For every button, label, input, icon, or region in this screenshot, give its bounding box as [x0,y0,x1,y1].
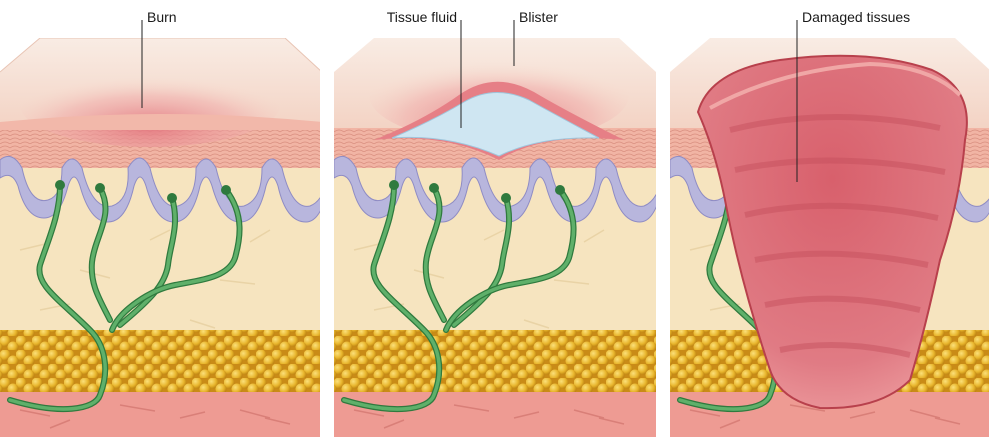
panel-blister [334,38,664,437]
label-tissue-fluid-text: Tissue fluid [387,9,457,25]
burn-redness [20,63,280,147]
label-blister-text: Blister [519,9,558,25]
panel-full-thickness-burn [670,38,989,437]
label-damaged-tissues-text: Damaged tissues [802,9,910,25]
label-burn-text: Burn [147,9,177,25]
panel-superficial-burn [0,38,330,437]
